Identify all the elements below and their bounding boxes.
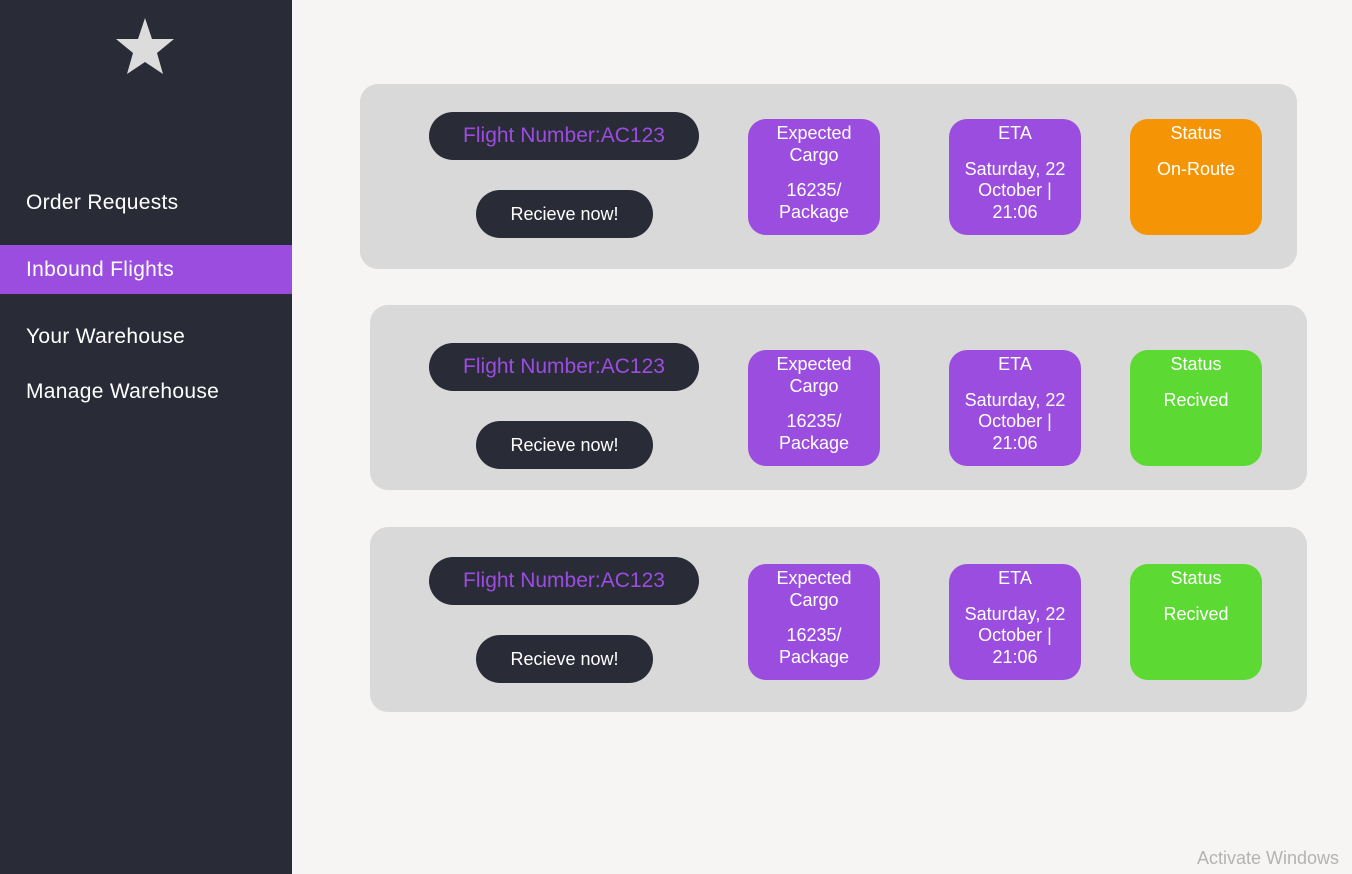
status-value: Recived — [1163, 389, 1229, 410]
cargo-title: Expected Cargo — [776, 123, 852, 165]
receive-now-button[interactable]: Recieve now! — [476, 635, 653, 683]
expected-cargo-tile: Expected Cargo 16235/ Package — [748, 564, 880, 680]
receive-now-label: Recieve now! — [510, 203, 619, 224]
flight-number-badge: Flight Number:AC123 — [429, 112, 699, 160]
status-title: Status — [1170, 568, 1222, 588]
star-icon[interactable] — [115, 17, 175, 75]
flight-number-text: Flight Number:AC123 — [463, 124, 665, 147]
flight-number-text: Flight Number:AC123 — [463, 569, 665, 592]
eta-tile: ETA Saturday, 22 October | 21:06 — [949, 350, 1081, 466]
receive-now-button[interactable]: Recieve now! — [476, 190, 653, 238]
cargo-title: Expected Cargo — [776, 354, 852, 396]
receive-now-label: Recieve now! — [510, 434, 619, 455]
status-tile: Status Recived — [1130, 350, 1262, 466]
status-title: Status — [1170, 123, 1222, 143]
eta-title: ETA — [998, 568, 1032, 588]
eta-value: Saturday, 22 October | 21:06 — [964, 603, 1066, 667]
receive-now-button[interactable]: Recieve now! — [476, 421, 653, 469]
eta-title: ETA — [998, 123, 1032, 143]
eta-title: ETA — [998, 354, 1032, 374]
status-value: On-Route — [1156, 158, 1236, 179]
expected-cargo-tile: Expected Cargo 16235/ Package — [748, 350, 880, 466]
sidebar-item-order-requests[interactable]: Order Requests — [0, 178, 292, 227]
cargo-title: Expected Cargo — [776, 568, 852, 610]
flight-number-badge: Flight Number:AC123 — [429, 557, 699, 605]
flight-number-text: Flight Number:AC123 — [463, 355, 665, 378]
expected-cargo-tile: Expected Cargo 16235/ Package — [748, 119, 880, 235]
eta-value: Saturday, 22 October | 21:06 — [964, 389, 1066, 453]
cargo-value: 16235/ Package — [778, 180, 850, 222]
eta-value: Saturday, 22 October | 21:06 — [964, 158, 1066, 222]
activate-windows-watermark: Activate Windows — [1197, 848, 1340, 868]
eta-tile: ETA Saturday, 22 October | 21:06 — [949, 119, 1081, 235]
sidebar-item-label: Inbound Flights — [26, 257, 175, 281]
eta-tile: ETA Saturday, 22 October | 21:06 — [949, 564, 1081, 680]
status-tile: Status Recived — [1130, 564, 1262, 680]
sidebar-item-label: Order Requests — [26, 190, 179, 214]
sidebar-item-label: Your Warehouse — [26, 324, 186, 348]
status-title: Status — [1170, 354, 1222, 374]
status-value: Recived — [1163, 603, 1229, 624]
status-tile: Status On-Route — [1130, 119, 1262, 235]
sidebar: Order Requests Inbound Flights Your Ware… — [0, 0, 292, 874]
sidebar-item-label: Manage Warehouse — [26, 379, 220, 403]
flight-number-badge: Flight Number:AC123 — [429, 343, 699, 391]
cargo-value: 16235/ Package — [778, 625, 850, 667]
cargo-value: 16235/ Package — [778, 411, 850, 453]
sidebar-item-your-warehouse[interactable]: Your Warehouse — [0, 312, 292, 361]
receive-now-label: Recieve now! — [510, 648, 619, 669]
sidebar-item-inbound-flights[interactable]: Inbound Flights — [0, 245, 292, 294]
sidebar-item-manage-warehouse[interactable]: Manage Warehouse — [0, 367, 292, 416]
